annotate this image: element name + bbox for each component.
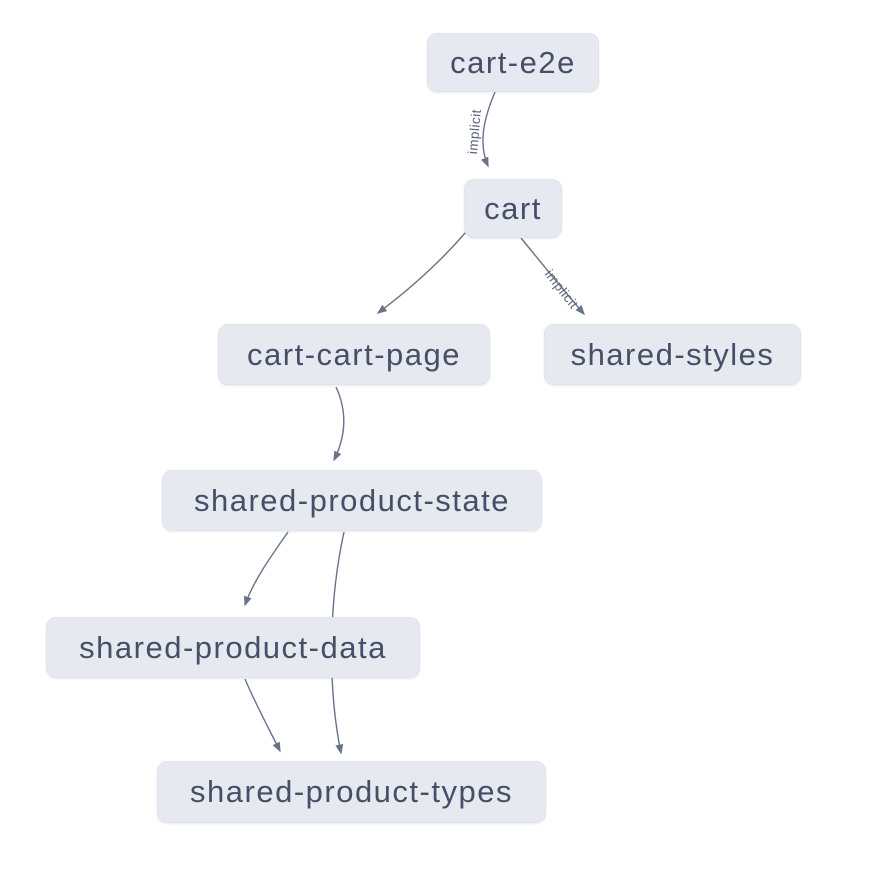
node-cart-e2e-label: cart-e2e [450, 44, 576, 80]
node-shared-product-types[interactable]: shared-product-types [157, 761, 546, 823]
node-cart-label: cart [484, 190, 542, 226]
node-shared-styles[interactable]: shared-styles [544, 324, 801, 385]
edge-cart-to-shared-styles [520, 237, 585, 316]
node-cart-cart-page-label: cart-cart-page [247, 336, 461, 372]
node-shared-product-state[interactable]: shared-product-state [162, 470, 542, 531]
node-cart[interactable]: cart [464, 179, 562, 238]
node-shared-product-data[interactable]: shared-product-data [46, 617, 420, 678]
edge-cart-to-cart-cart-page [376, 231, 467, 314]
node-shared-product-state-label: shared-product-state [193, 482, 511, 518]
node-cart-e2e[interactable]: cart-e2e [427, 33, 599, 92]
edge-label-implicit-shared-styles: implicit [542, 267, 582, 312]
edge-label-implicit-cart-e2e: implicit [465, 108, 484, 154]
edge-shared-product-state-to-shared-product-data [244, 531, 289, 607]
node-shared-product-data-label: shared-product-data [79, 629, 387, 665]
node-shared-styles-label: shared-styles [570, 336, 775, 372]
edge-cart-cart-page-to-shared-product-state [333, 386, 345, 462]
node-cart-cart-page[interactable]: cart-cart-page [218, 324, 490, 385]
node-shared-product-types-label: shared-product-types [190, 774, 513, 809]
edge-cart-e2e-to-cart [480, 91, 496, 168]
edge-shared-product-data-to-shared-product-types [244, 678, 281, 753]
